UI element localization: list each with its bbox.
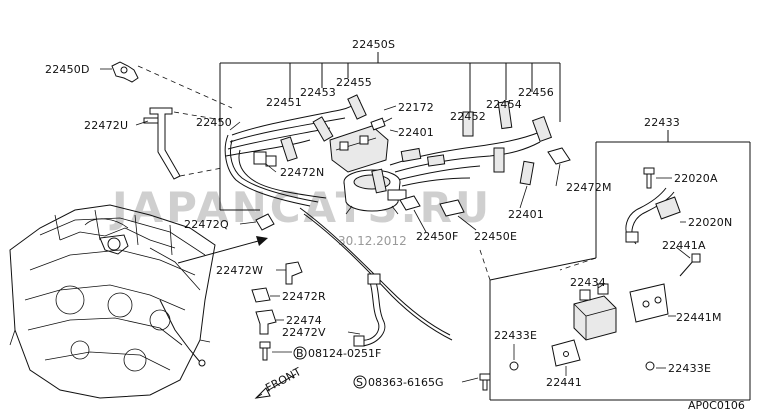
bracket-22433 (489, 130, 751, 401)
page-code: AP0C0106 (688, 399, 745, 411)
bolt-marker-b-letter: B (296, 347, 304, 360)
label-22441: 22441 (546, 376, 582, 389)
screw-22441A (679, 253, 701, 277)
plug-boot-lower-row (371, 147, 535, 194)
front-label: FRONT (263, 365, 303, 395)
date-stamp: 30.12.2012 (338, 234, 407, 248)
label-22474: 22474 (286, 314, 322, 327)
nut-22433E-right (645, 361, 655, 371)
label-08363-6165G: 08363-6165G (368, 376, 443, 389)
label-22450D: 22450D (45, 63, 90, 76)
plug-boot-22454 (497, 100, 513, 130)
part-22450D-clip (111, 61, 139, 83)
clip-22472Q (255, 213, 275, 231)
coil-cable-22020N (625, 187, 681, 245)
plug-boot-22451 (280, 136, 298, 162)
screw-marker-s-letter: S (356, 376, 363, 389)
ignition-coil-22434 (573, 283, 617, 341)
label-22454: 22454 (486, 98, 522, 111)
engine-pointer-arrow (177, 239, 263, 264)
plug-boot-22455 (347, 94, 367, 120)
front-direction-arrow (254, 373, 297, 399)
label-22450S: 22450S (352, 38, 395, 51)
label-22472U: 22472U (84, 119, 128, 132)
bracket-22450S (219, 52, 561, 211)
label-08124-0251F: 08124-0251F (308, 347, 381, 360)
label-22172: 22172 (398, 101, 434, 114)
bolt-marker-b (293, 346, 307, 360)
clip-22450E (439, 199, 465, 217)
watermark: JAPANCATS.RU (109, 183, 492, 232)
label-22455: 22455 (336, 76, 372, 89)
label-22441A: 22441A (662, 239, 706, 252)
plug-boot-22453 (312, 116, 334, 142)
label-22452: 22452 (450, 110, 486, 123)
clip-22472W (285, 261, 303, 285)
label-22433E-left: 22433E (494, 329, 537, 342)
label-22453: 22453 (300, 86, 336, 99)
clip-22450F (399, 195, 421, 211)
label-22450F: 22450F (416, 230, 459, 243)
clip-22472R (251, 287, 271, 303)
label-22401-upper: 22401 (398, 126, 434, 139)
bolt-22020A (643, 167, 655, 189)
screw-08363 (479, 373, 491, 391)
label-22472M: 22472M (566, 181, 612, 194)
plug-boot-22456 (531, 115, 553, 143)
label-22020N: 22020N (688, 216, 732, 229)
label-22441M: 22441M (676, 311, 722, 324)
bracket-22441M (629, 283, 669, 323)
label-22472R: 22472R (282, 290, 326, 303)
label-22450: 22450 (196, 116, 232, 129)
label-22433: 22433 (644, 116, 680, 129)
label-22472Q: 22472Q (184, 218, 229, 231)
label-22433E-right: 22433E (668, 362, 711, 375)
bolt-08124 (259, 341, 271, 361)
label-22451: 22451 (266, 96, 302, 109)
spark-plug-22401 (370, 117, 393, 131)
plug-boot-22452 (462, 111, 474, 137)
label-22020A: 22020A (674, 172, 718, 185)
label-22450E: 22450E (474, 230, 517, 243)
label-22456: 22456 (518, 86, 554, 99)
distributor-cap (329, 125, 389, 173)
harness-22472V (353, 273, 386, 347)
screw-marker-s (353, 375, 367, 389)
label-22472V: 22472V (282, 326, 326, 339)
label-22472W: 22472W (216, 264, 263, 277)
clip-22472M (547, 147, 571, 165)
label-22434: 22434 (570, 276, 606, 289)
engine-pointer-arrow-head (256, 236, 268, 246)
bracket-22441 (551, 339, 581, 367)
label-22401-lower: 22401 (508, 208, 544, 221)
nut-22433E-left (509, 361, 519, 371)
part-22472U-bracket (143, 107, 181, 180)
clip-22472N (253, 151, 277, 167)
engine-block-illustration (9, 204, 216, 399)
label-22472N: 22472N (280, 166, 324, 179)
sensor-22474 (255, 309, 277, 335)
